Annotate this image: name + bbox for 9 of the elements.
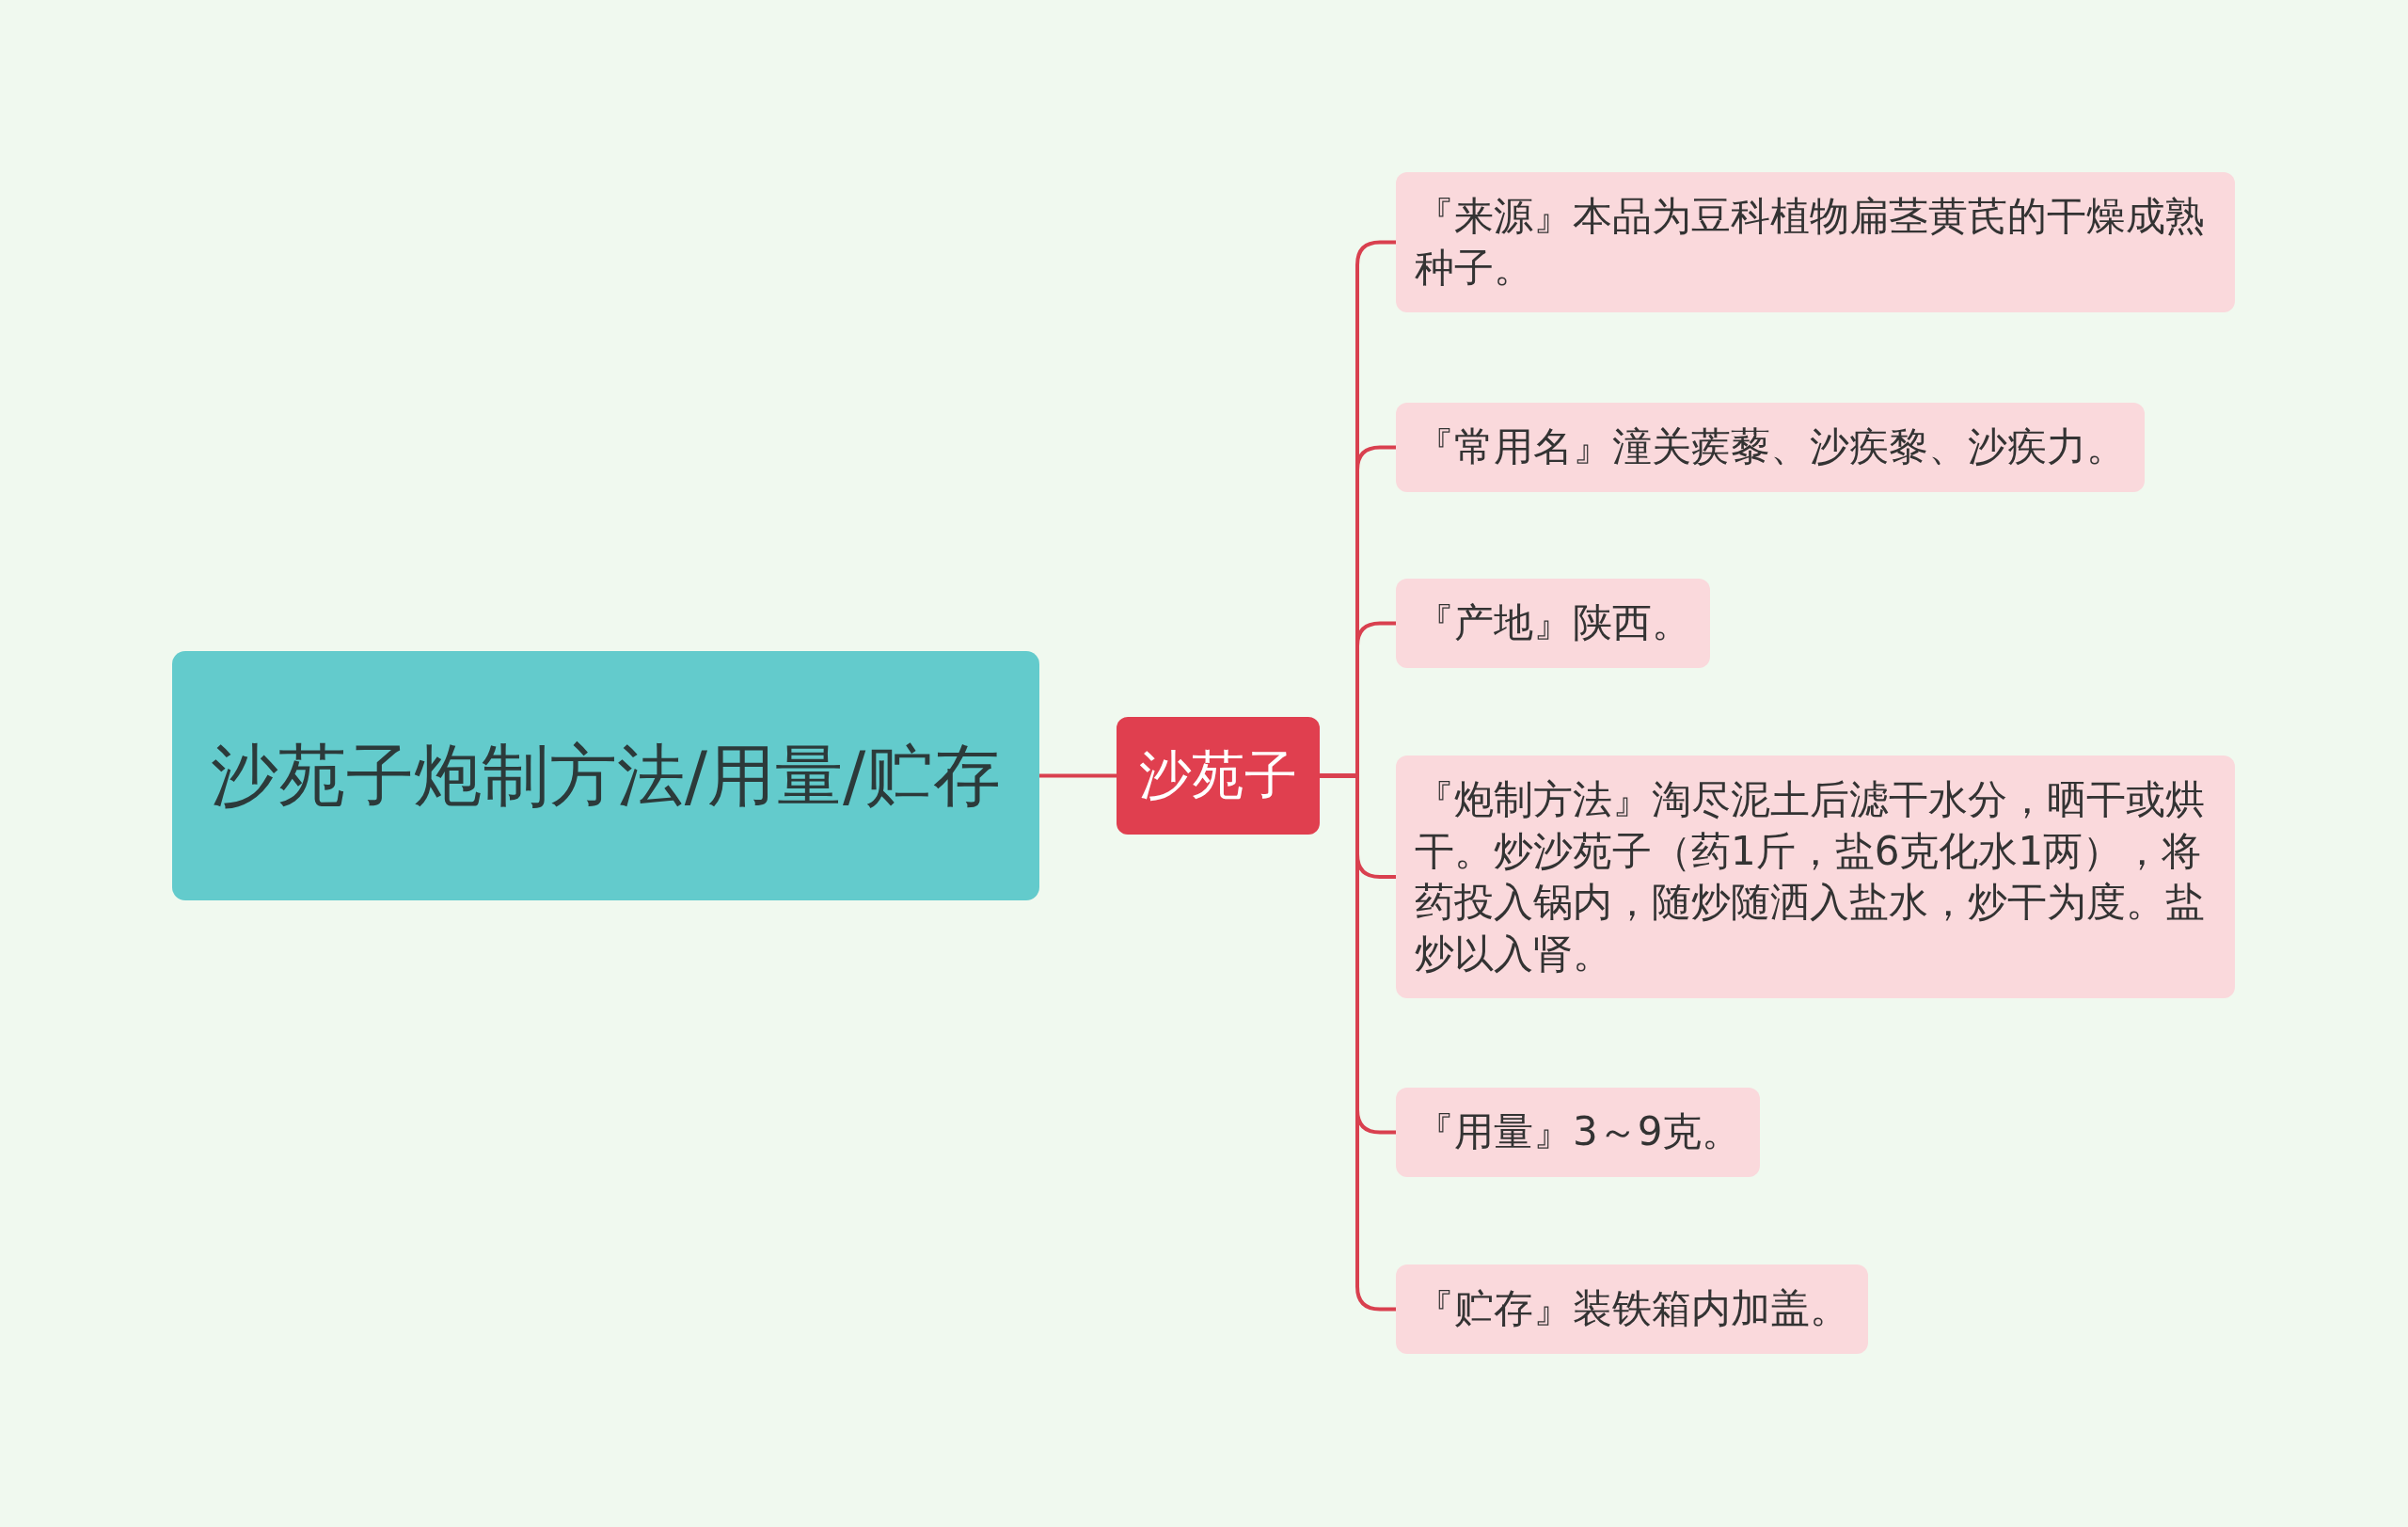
connector-line (1039, 773, 1117, 778)
detail-box: 『用量』3～9克。 (1396, 1088, 1761, 1177)
detail-box: 『来源』本品为豆科植物扁茎黄芪的干燥成熟种子。 (1396, 172, 2235, 313)
detail-box: 『炮制方法』淘尽泥土后滤干水分，晒干或烘干。炒沙苑子（药1斤，盐6克化水1两），将药投入锅内，随炒随洒入盐水，炒干为度。盐炒以入肾。 (1396, 756, 2235, 999)
topic-box: 沙苑子炮制方法/用量/贮存 (172, 651, 1039, 900)
detail-box: 『贮存』装铁箱内加盖。 (1396, 1265, 1868, 1354)
detail-box: 『产地』陕西。 (1396, 579, 1710, 668)
subtopic-box: 沙苑子 (1117, 717, 1320, 835)
detail-box: 『常用名』潼关蒺藜、沙疾黎、沙疾力。 (1396, 403, 2145, 492)
